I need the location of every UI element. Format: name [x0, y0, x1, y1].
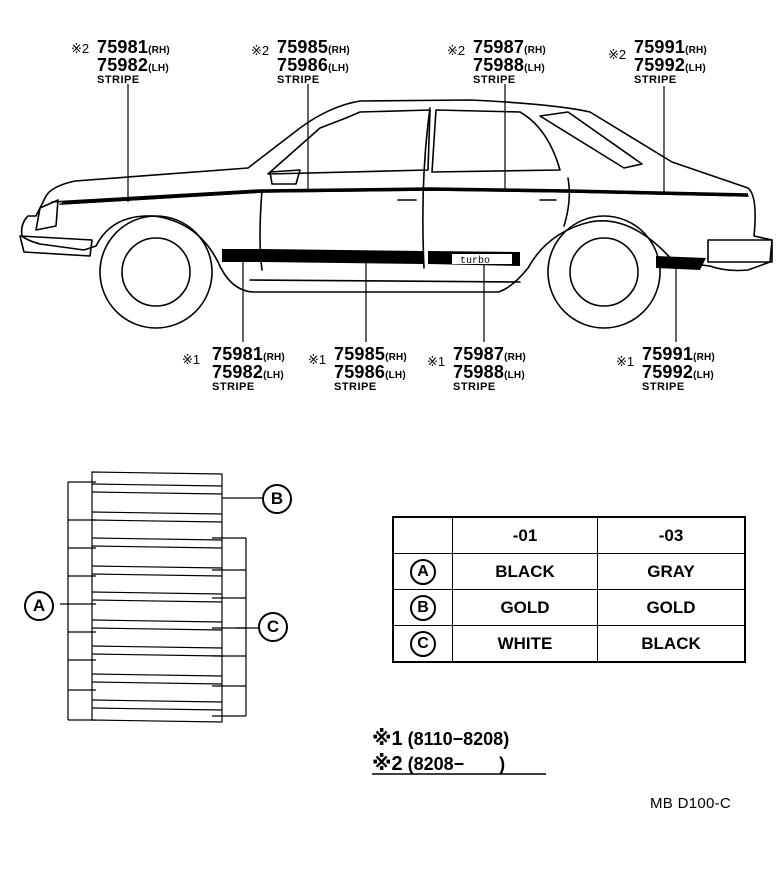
table-header-row: -01 -03 [392, 516, 746, 554]
rear-door-line [563, 177, 571, 227]
front-wheel-rim [121, 237, 191, 307]
footnote-1-range: (8110−8208) [407, 729, 510, 749]
table-cell: WHITE [452, 625, 598, 663]
callout-top-4: ※2 75991(RH) 75992(LH) STRIPE [608, 37, 707, 86]
rear-screen [539, 111, 643, 169]
stripe-roll-bands [91, 483, 223, 711]
headlamp [35, 199, 59, 231]
table-key-b: B [410, 594, 436, 621]
center-pillar [422, 107, 431, 269]
table-key-c: C [410, 630, 436, 657]
bracket-c [236, 538, 258, 716]
footnote-2-mark: ※2 [372, 753, 403, 775]
rear-wheel-rim [569, 237, 639, 307]
table-cell: BLACK [597, 625, 746, 663]
footnote-2-range: (8208− ) [407, 754, 506, 774]
callout-bottom-2: ※1 75985(RH) 75986(LH) STRIPE [308, 344, 407, 393]
label-a-circle: A [24, 591, 54, 621]
turbo-badge: turbo [460, 255, 490, 267]
callout-bottom-4: ※1 75991(RH) 75992(LH) STRIPE [616, 344, 715, 393]
upper-stripe [61, 187, 749, 205]
footnote-1-mark: ※1 [372, 728, 403, 750]
callout-bottom-1: ※1 75981(RH) 75982(LH) STRIPE [182, 344, 285, 393]
footnote-1: ※1 (8110−8208) [372, 726, 509, 751]
front-door-line [259, 189, 263, 271]
turbo-badge-bg [452, 254, 512, 264]
callout-bottom-3: ※1 75987(RH) 75988(LH) STRIPE [427, 344, 526, 393]
color-table: -01 -03 A BLACK GRAY B GOLD GOLD C WHITE… [392, 516, 746, 663]
callout-top-1-lh-part: 75982 [97, 55, 149, 75]
table-row: A BLACK GRAY [392, 553, 746, 590]
rear-window [431, 109, 561, 173]
table-key-a: A [410, 558, 436, 585]
rocker-line [249, 279, 521, 283]
rear-bumper [707, 239, 773, 263]
lower-stripe-quarter [656, 256, 706, 270]
bracket-a-ticks [68, 481, 96, 721]
front-window [267, 109, 431, 175]
callout-top-2: ※2 75985(RH) 75986(LH) STRIPE [251, 37, 350, 86]
rear-tire [547, 215, 661, 329]
side-mirror [269, 169, 301, 185]
table-corner [392, 516, 453, 554]
callout-top-1-mark: ※2 [71, 41, 90, 56]
bracket-c-ticks [212, 537, 246, 717]
table-header-03: -03 [597, 516, 746, 554]
table-cell: GOLD [452, 589, 598, 626]
lower-stripe-door [262, 249, 424, 264]
footnote-2: ※2 (8208− ) [372, 751, 505, 776]
stripe-roll-outline [91, 471, 223, 723]
label-c-circle: C [258, 612, 288, 642]
car-body-outline [20, 99, 773, 293]
table-row: B GOLD GOLD [392, 589, 746, 626]
table-cell: GRAY [597, 553, 746, 590]
table-cell: BLACK [452, 553, 598, 590]
front-bumper [19, 235, 93, 257]
lower-stripe-front [222, 249, 262, 262]
bracket-a [60, 482, 69, 720]
table-cell: GOLD [597, 589, 746, 626]
front-tire [99, 215, 213, 329]
table-row: C WHITE BLACK [392, 625, 746, 663]
callout-top-1: ※2 75981(RH) 75982(LH) STRIPE [71, 37, 170, 86]
callout-top-1-desc: STRIPE [97, 74, 140, 86]
label-b-circle: B [262, 484, 292, 514]
diagram-code: MB D100-C [650, 795, 732, 812]
callout-top-1-rh-part: 75981 [97, 37, 149, 57]
table-header-01: -01 [452, 516, 598, 554]
callout-top-3: ※2 75987(RH) 75988(LH) STRIPE [447, 37, 546, 86]
